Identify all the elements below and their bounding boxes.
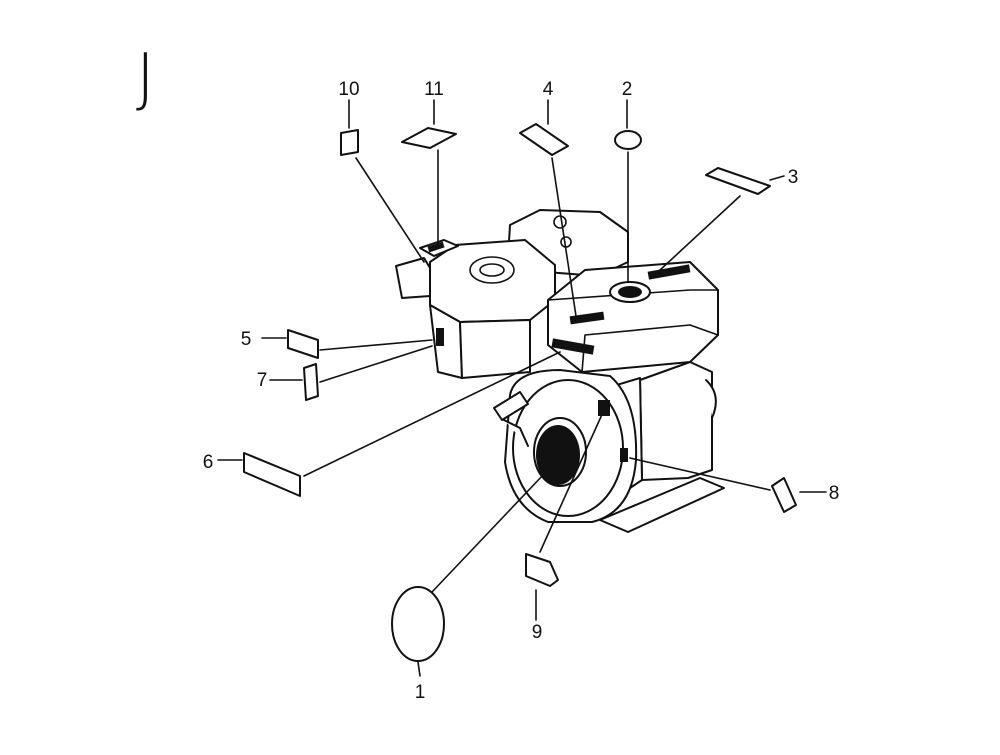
part-7-shape <box>303 363 319 401</box>
callout-8: 8 <box>829 483 840 504</box>
callout-9: 9 <box>532 622 543 643</box>
part-1-shape <box>391 586 445 662</box>
callout-6: 6 <box>203 452 214 473</box>
part-5-shape <box>287 329 319 359</box>
callout-4: 4 <box>543 79 554 100</box>
callout-11: 11 <box>424 79 444 100</box>
part-9-shape <box>525 553 559 587</box>
engine-illustration <box>395 209 725 533</box>
part-10-shape <box>340 129 359 156</box>
part-2-shape <box>614 130 642 150</box>
section-letter: J <box>136 41 155 115</box>
callout-labels: 10 11 4 2 3 5 7 6 8 9 1 <box>203 79 840 703</box>
part-3-shape <box>705 167 771 195</box>
part-6-shape <box>243 452 301 497</box>
part-4-shape <box>519 123 569 156</box>
callout-7: 7 <box>257 370 268 391</box>
decal-parts <box>243 123 797 662</box>
callout-5: 5 <box>241 329 252 350</box>
leader-lines <box>217 99 827 677</box>
part-11-shape <box>401 127 457 149</box>
callout-1: 1 <box>415 682 426 703</box>
callout-10: 10 <box>338 79 359 100</box>
callout-2: 2 <box>622 79 633 100</box>
callout-3: 3 <box>788 167 799 188</box>
part-8-shape <box>771 477 797 513</box>
